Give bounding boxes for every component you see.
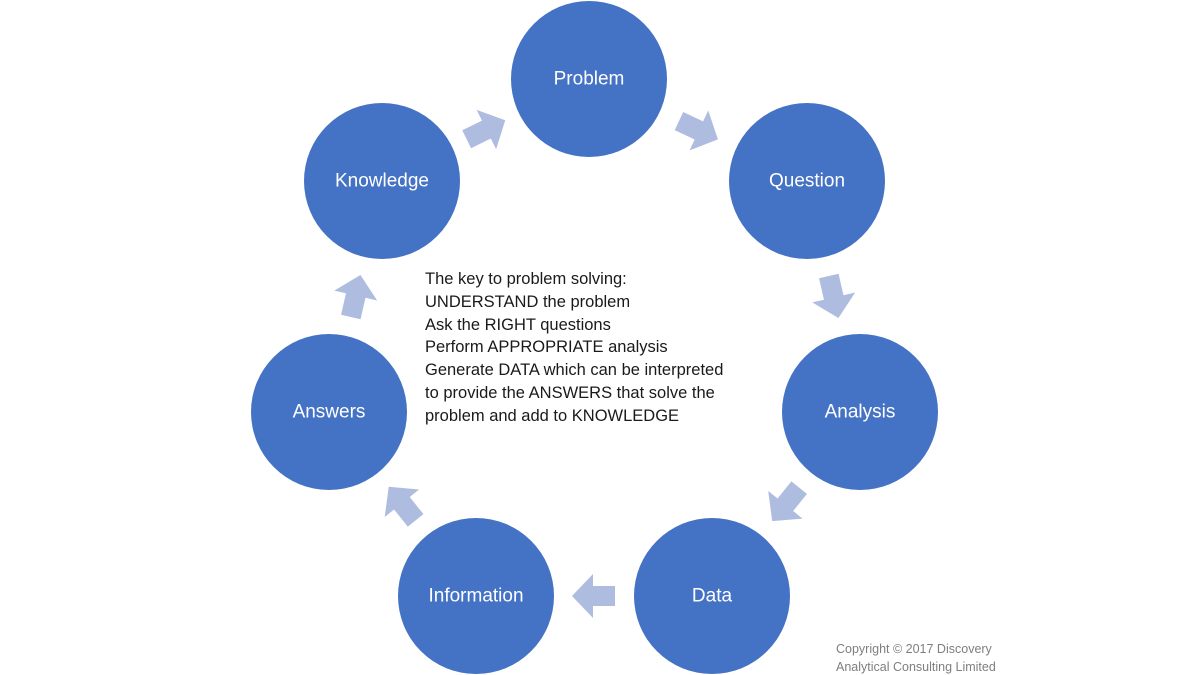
node-question: Question <box>729 103 885 259</box>
center-text-line: The key to problem solving: <box>425 270 627 288</box>
center-text-line: Perform APPROPRIATE analysis <box>425 338 668 357</box>
node-circle <box>511 1 667 157</box>
node-circle <box>304 103 460 259</box>
node-analysis: Analysis <box>782 334 938 490</box>
arrow-answers-to-knowledge <box>334 275 378 320</box>
arrow-shape <box>674 110 718 151</box>
center-text-line: Ask the RIGHT questions <box>425 315 611 334</box>
node-label: Information <box>428 586 523 607</box>
node-label: Problem <box>554 69 625 90</box>
node-problem: Problem <box>511 1 667 157</box>
node-data: Data <box>634 518 790 674</box>
copyright-line: Analytical Consulting Limited <box>836 660 996 674</box>
arrow-question-to-analysis <box>812 273 856 318</box>
node-label: Knowledge <box>335 171 429 192</box>
arrow-shape <box>572 574 615 618</box>
arrows-layer <box>334 109 856 618</box>
arrow-information-to-answers <box>384 486 424 527</box>
node-knowledge: Knowledge <box>304 103 460 259</box>
copyright-notice: Copyright © 2017 Discovery Analytical Co… <box>836 640 996 675</box>
arrow-knowledge-to-problem <box>462 109 506 150</box>
node-circle <box>782 334 938 490</box>
center-description: The key to problem solving: UNDERSTAND t… <box>425 268 785 428</box>
arrow-shape <box>334 275 378 320</box>
node-circle <box>398 518 554 674</box>
arrow-analysis-to-data <box>768 481 807 522</box>
node-label: Analysis <box>825 402 896 423</box>
arrow-data-to-information <box>572 574 615 618</box>
copyright-line: Copyright © 2017 Discovery <box>836 642 992 656</box>
center-text-line: Generate DATA which can be interpreted <box>425 361 724 380</box>
node-information: Information <box>398 518 554 674</box>
center-text-line: UNDERSTAND the problem <box>425 292 631 311</box>
node-answers: Answers <box>251 334 407 490</box>
node-circle <box>634 518 790 674</box>
node-label: Question <box>769 171 845 192</box>
center-text-line: to provide the ANSWERS that solve the <box>425 383 715 402</box>
center-text-line: problem and add to KNOWLEDGE <box>425 406 680 425</box>
arrow-problem-to-question <box>674 110 718 151</box>
arrow-shape <box>768 481 807 522</box>
node-label: Answers <box>293 402 366 423</box>
arrow-shape <box>462 109 506 150</box>
arrow-shape <box>384 486 424 527</box>
node-label: Data <box>692 586 733 607</box>
node-circle <box>251 334 407 490</box>
node-circle <box>729 103 885 259</box>
arrow-shape <box>812 273 856 318</box>
